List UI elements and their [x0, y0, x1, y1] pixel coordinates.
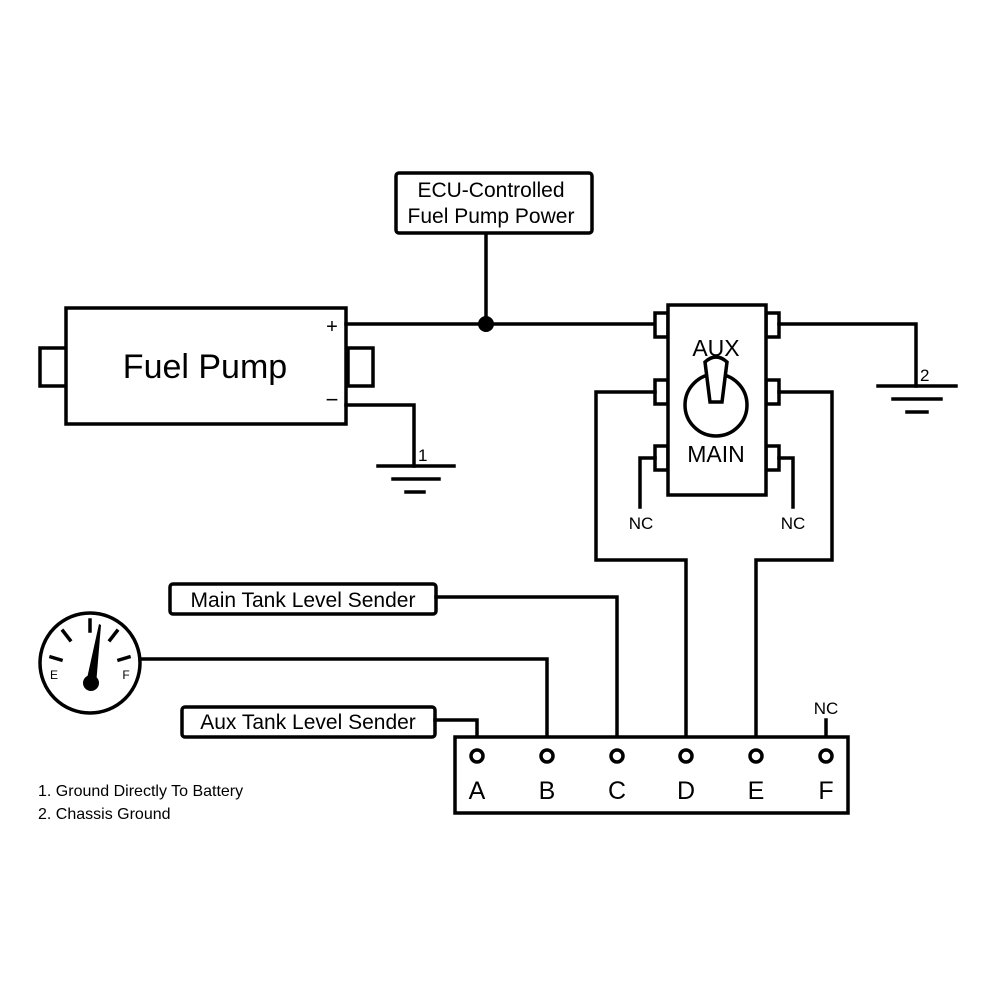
- switch-pin-left-2: [653, 378, 670, 406]
- gauge-to-pin-b-wire: [138, 657, 549, 750]
- fuel-pump-left-tab: [38, 346, 70, 388]
- ground-2-symbol: 2: [876, 366, 958, 414]
- connector-body: [453, 735, 850, 815]
- connector-pin-label-c: C: [608, 777, 626, 805]
- fuel-pump-positive-label: +: [326, 316, 338, 338]
- ground-2-label: 2: [920, 366, 929, 385]
- ground-2-wire: [777, 322, 918, 388]
- ground-1-symbol: 1: [376, 446, 456, 494]
- switch-to-pin-e-wire: [754, 390, 834, 750]
- connector-pin-label-b: B: [539, 777, 556, 805]
- switch-pin-left-1: [653, 311, 670, 339]
- switch-toggle-lever: [703, 355, 729, 404]
- switch-pin-right-3: [764, 444, 781, 472]
- switch-nc-right-label: NC: [781, 514, 806, 533]
- main-sender-callout: Main Tank Level Sender: [168, 582, 438, 616]
- fuel-gauge-empty-label: E: [50, 668, 58, 682]
- fuel-gauge-full-label: F: [122, 668, 129, 682]
- main-sender-wire: [434, 595, 619, 750]
- connector-pin-e: [748, 748, 764, 764]
- switch-nc-left-wire: [638, 456, 657, 509]
- ecu-callout-line2: Fuel Pump Power: [408, 205, 575, 228]
- connector-block: A B C D E F: [453, 735, 850, 815]
- connector-pin-b: [539, 748, 555, 764]
- pin-f-nc-label: NC: [814, 699, 839, 718]
- ecu-power-callout: ECU-Controlled Fuel Pump Power: [394, 171, 594, 235]
- switch-pin-left-3: [653, 444, 670, 472]
- fuel-gauge-hub: [83, 675, 99, 691]
- switch-pin-right-1: [764, 311, 781, 339]
- aux-sender-label: Aux Tank Level Sender: [200, 711, 416, 734]
- fuel-gauge-needle: [86, 624, 101, 685]
- switch-nc-left-label: NC: [629, 514, 654, 533]
- connector-pin-label-f: F: [818, 777, 833, 805]
- switch-main-label: MAIN: [687, 441, 745, 467]
- aux-main-switch: AUX MAIN: [653, 303, 781, 497]
- fuel-pump-negative-label: −: [326, 387, 339, 412]
- switch-nc-right-wire: [777, 456, 795, 509]
- fuel-pump-label: Fuel Pump: [123, 348, 287, 386]
- fuel-pump-right-tab: [346, 346, 375, 388]
- switch-pin-right-2: [764, 378, 781, 406]
- ground-1-label: 1: [418, 446, 427, 465]
- fuel-pump: Fuel Pump + −: [38, 306, 375, 426]
- connector-pin-label-d: D: [677, 777, 695, 805]
- connector-pin-c: [609, 748, 625, 764]
- fuel-gauge: E F: [38, 611, 142, 715]
- fuel-pump-body: [64, 306, 348, 426]
- connector-pin-a: [469, 748, 485, 764]
- note-chassis-ground: 2. Chassis Ground: [38, 806, 171, 823]
- main-sender-label: Main Tank Level Sender: [191, 589, 416, 612]
- aux-sender-callout: Aux Tank Level Sender: [180, 705, 437, 739]
- note-ground-battery: 1. Ground Directly To Battery: [38, 783, 243, 800]
- connector-pin-label-e: E: [748, 777, 765, 805]
- fuel-gauge-dial: [38, 611, 142, 715]
- switch-aux-label: AUX: [692, 335, 739, 361]
- connector-pin-label-a: A: [469, 777, 486, 805]
- switch-to-pin-d-wire: [594, 390, 688, 750]
- ecu-callout-line1: ECU-Controlled: [417, 179, 564, 202]
- connector-pin-d: [678, 748, 694, 764]
- connector-pin-f: [818, 748, 834, 764]
- ground-1-wire: [344, 403, 416, 468]
